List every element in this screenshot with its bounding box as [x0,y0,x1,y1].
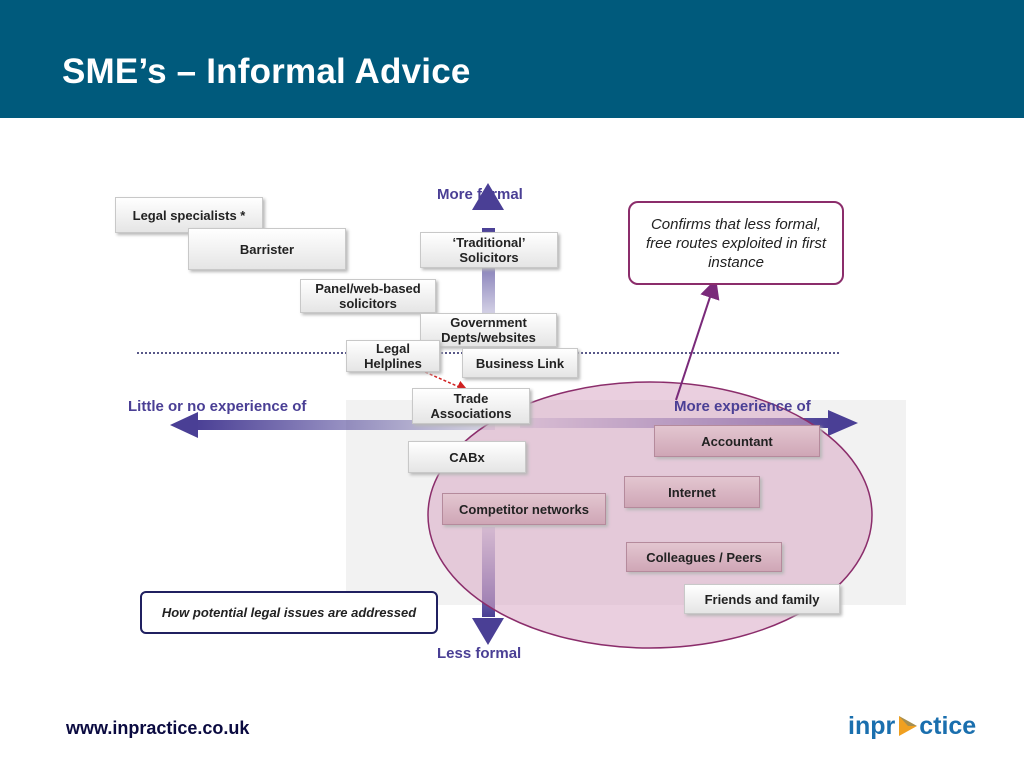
business-link-box: Business Link [462,348,578,378]
down-arrow-head [472,618,504,645]
traditional-solicitors-box: ‘Traditional’ Solicitors [420,232,558,268]
internet-box: Internet [624,476,760,508]
legal-helplines-box: Legal Helplines [346,340,440,372]
little-experience-label: Little or no experience of [128,398,307,415]
friends-family-box: Friends and family [684,584,840,614]
legend-box: How potential legal issues are addressed [140,591,438,634]
inpractice-logo: inpr ctice [848,710,976,742]
logo-play-icon [899,716,918,736]
cabx-box: CABx [408,441,526,473]
government-depts-box: Government Depts/websites [420,313,557,347]
logo-text-start: inpr [848,711,896,740]
up-arrow-head [472,183,504,210]
competitor-networks-box: Competitor networks [442,493,606,525]
colleagues-peers-box: Colleagues / Peers [626,542,782,572]
footer-url[interactable]: www.inpractice.co.uk [66,718,250,738]
less-formal-label: Less formal [437,645,522,662]
callout-box: Confirms that less formal, free routes e… [628,201,844,285]
left-arrow-head [170,412,198,438]
left-axis-bar [195,420,495,430]
callout-arrow [675,278,720,401]
accountant-box: Accountant [654,425,820,457]
slide-title: SME’s – Informal Advice [62,52,471,91]
logo-text-end: ctice [919,711,977,740]
right-arrow-head [828,410,858,436]
helpline-to-trade-arrow [415,367,469,392]
more-formal-label: More formal [437,186,523,203]
barrister-box: Barrister [188,228,346,270]
more-experience-label: More experience of [674,398,811,415]
title-bar: SME’s – Informal Advice [0,0,1024,118]
trade-associations-box: Trade Associations [412,388,530,424]
panel-solicitors-box: Panel/web-based solicitors [300,279,436,313]
